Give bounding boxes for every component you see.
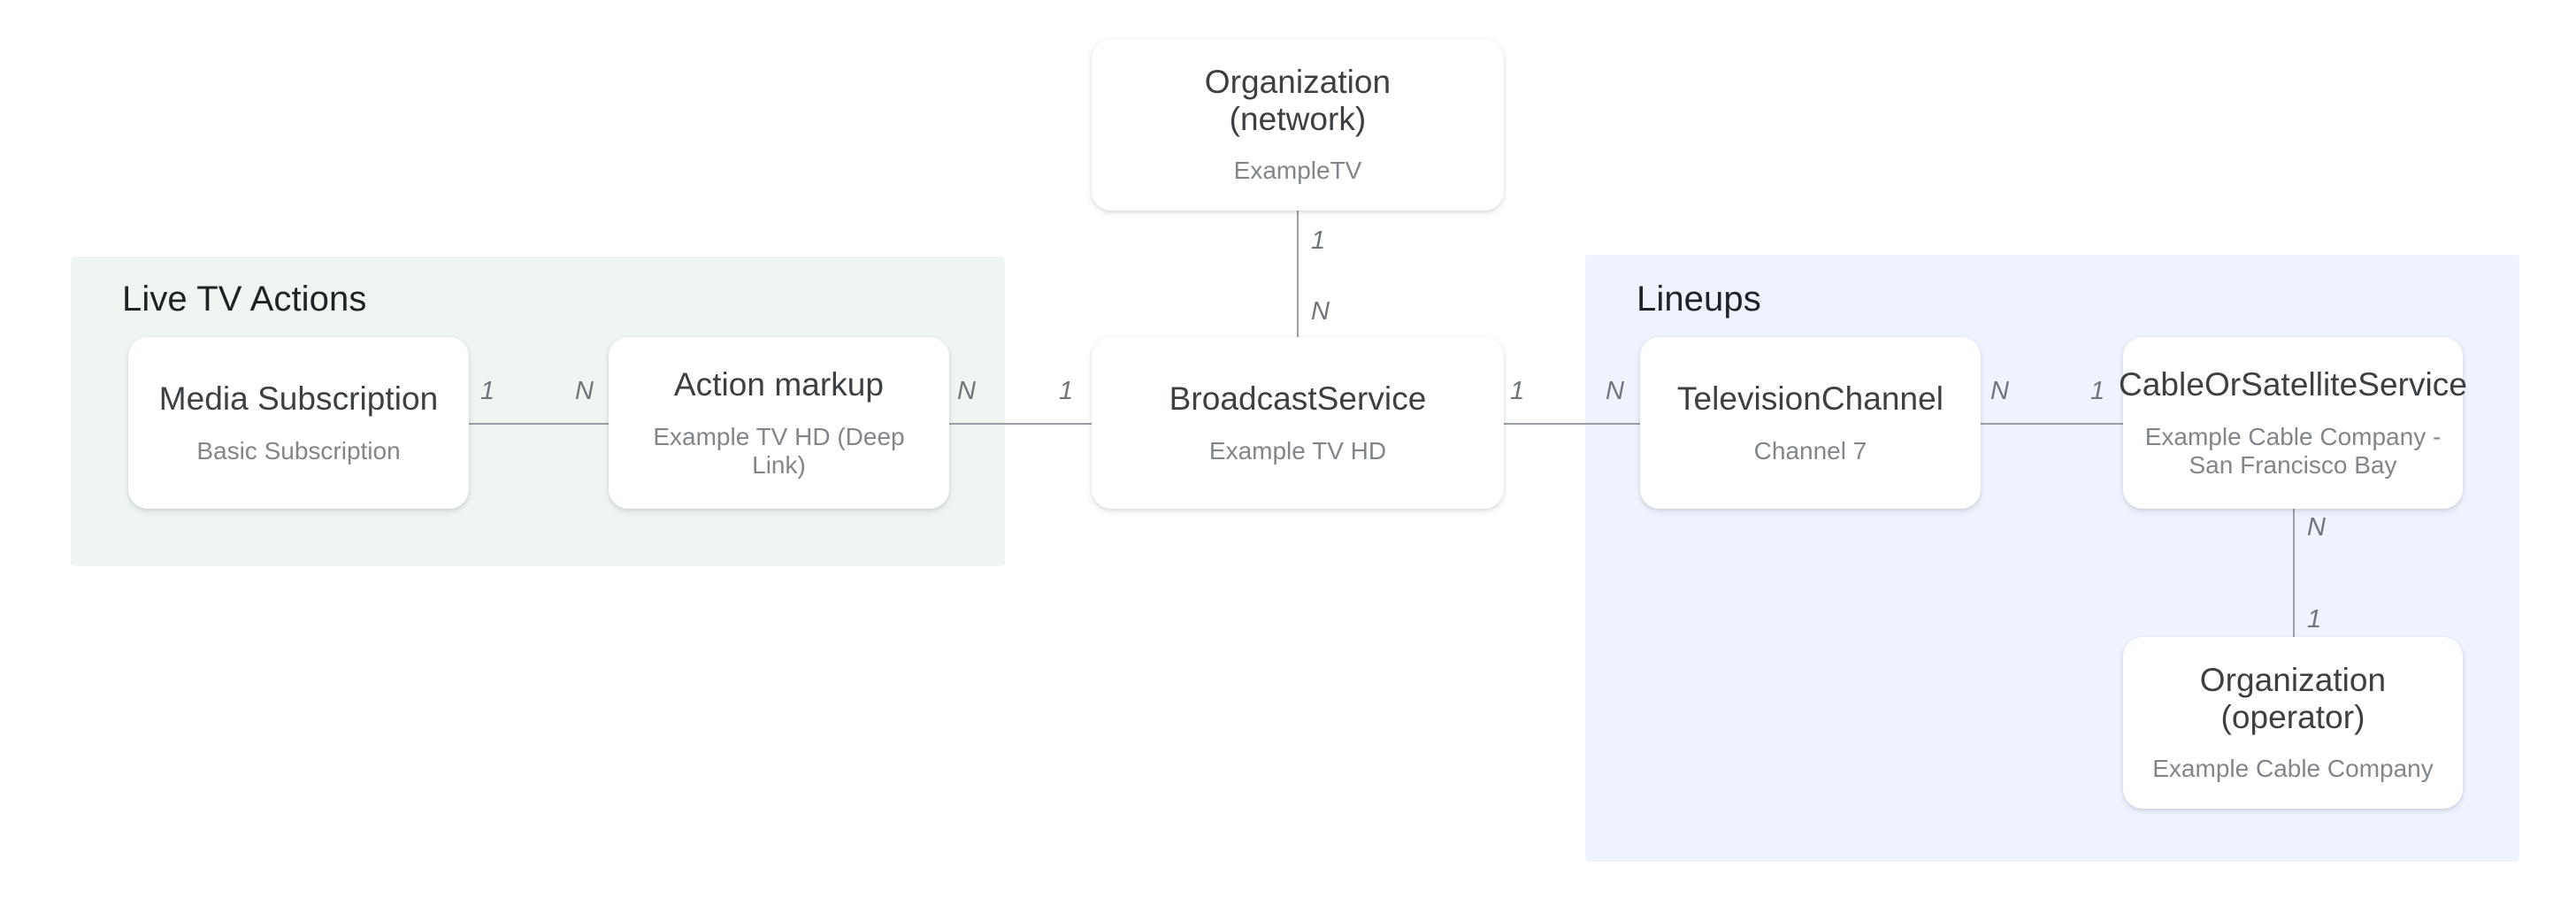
edge-label-organization-network-1: 1 bbox=[1311, 226, 1326, 255]
node-subtitle-cable-or-satellite-service: Example Cable Company - San Francisco Ba… bbox=[2144, 422, 2442, 479]
node-subtitle-media-subscription: Basic Subscription bbox=[196, 436, 401, 465]
node-subtitle-organization-network: ExampleTV bbox=[1233, 157, 1362, 185]
node-card-media-subscription[interactable]: Media Subscription Basic Subscription bbox=[128, 337, 469, 509]
node-title-organization-network: Organization (network) bbox=[1204, 64, 1392, 137]
node-card-television-channel[interactable]: TelevisionChannel Channel 7 bbox=[1640, 337, 1981, 509]
node-title-organization-operator: Organization (operator) bbox=[2199, 662, 2387, 735]
edge-label-action-markup-n-right: N bbox=[957, 377, 976, 405]
node-card-cable-or-satellite-service[interactable]: CableOrSatelliteService Example Cable Co… bbox=[2119, 337, 2467, 509]
edge-television-channel-to-cable-or-satellite-service bbox=[1977, 423, 2136, 425]
node-subtitle-action-markup: Example TV HD (Deep Link) bbox=[653, 422, 905, 479]
edge-label-television-channel-n-right: N bbox=[1990, 377, 2009, 405]
edge-media-subscription-to-action-markup bbox=[464, 423, 610, 425]
group-title-live-tv-actions: Live TV Actions bbox=[122, 280, 367, 319]
edge-cable-or-satellite-service-to-organization-operator bbox=[2293, 504, 2295, 641]
node-title-broadcast-service: BroadcastService bbox=[1169, 380, 1427, 418]
edge-label-cable-or-satellite-service-n-bottom: N bbox=[2307, 513, 2326, 541]
node-title-media-subscription: Media Subscription bbox=[158, 380, 439, 418]
node-card-organization-operator[interactable]: Organization (operator) Example Cable Co… bbox=[2123, 637, 2463, 809]
edge-label-media-subscription-1: 1 bbox=[480, 377, 495, 405]
node-title-cable-or-satellite-service: CableOrSatelliteService bbox=[2119, 366, 2467, 403]
edge-broadcast-service-to-television-channel bbox=[1495, 423, 1641, 425]
edge-action-markup-to-broadcast-service bbox=[945, 423, 1100, 425]
node-subtitle-organization-operator: Example Cable Company bbox=[2152, 755, 2434, 783]
edge-label-television-channel-n-left: N bbox=[1606, 377, 1624, 405]
edge-organization-network-to-broadcast-service bbox=[1297, 209, 1299, 343]
edge-label-action-markup-n: N bbox=[575, 377, 594, 405]
edge-label-cable-or-satellite-service-1-left: 1 bbox=[2090, 377, 2105, 405]
edge-label-broadcast-service-1-right: 1 bbox=[1510, 377, 1525, 405]
node-card-organization-network[interactable]: Organization (network) ExampleTV bbox=[1092, 39, 1504, 211]
group-title-lineups: Lineups bbox=[1637, 280, 1761, 319]
node-title-action-markup: Action markup bbox=[673, 366, 885, 403]
node-card-action-markup[interactable]: Action markup Example TV HD (Deep Link) bbox=[609, 337, 949, 509]
edge-label-organization-operator-1: 1 bbox=[2307, 605, 2322, 633]
node-card-broadcast-service[interactable]: BroadcastService Example TV HD bbox=[1092, 337, 1504, 509]
edge-label-broadcast-service-n-top: N bbox=[1311, 297, 1330, 326]
node-subtitle-broadcast-service: Example TV HD bbox=[1208, 436, 1387, 465]
node-title-television-channel: TelevisionChannel bbox=[1676, 380, 1944, 418]
node-subtitle-television-channel: Channel 7 bbox=[1753, 436, 1867, 465]
edge-label-broadcast-service-1-left: 1 bbox=[1059, 377, 1074, 405]
